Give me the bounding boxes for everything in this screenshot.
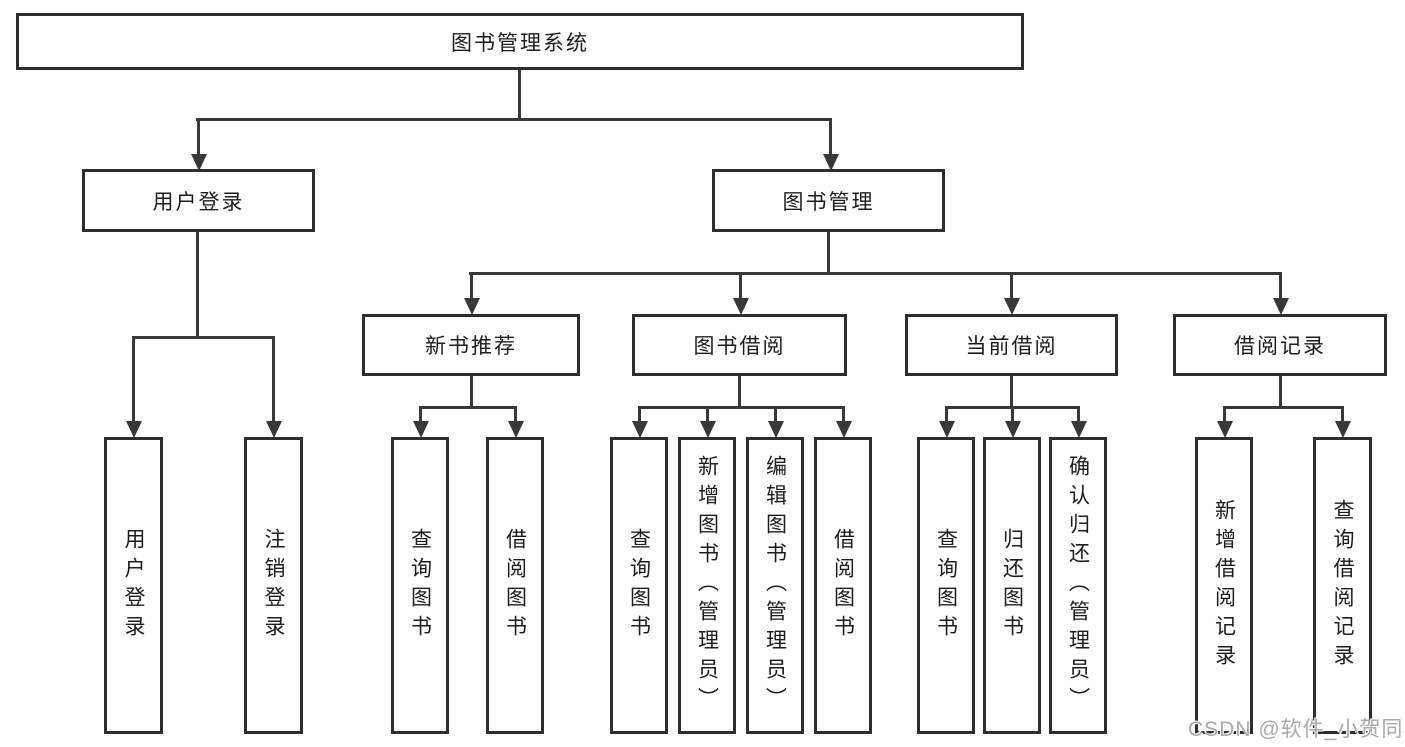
node-current-borrow-label: 当前借阅 xyxy=(965,335,1058,358)
leaf-query-books-recommend-label: 查询图书 xyxy=(408,527,432,644)
leaf-borrow-books: 借阅图书 xyxy=(814,437,872,734)
leaf-add-books-admin: 新增图书（管理员） xyxy=(678,437,736,734)
leaf-borrow-books-recommend: 借阅图书 xyxy=(486,437,544,734)
node-new-book-recommend: 新书推荐 xyxy=(362,314,580,376)
arrow-down-icon xyxy=(1223,406,1226,421)
leaf-return-books-label: 归还图书 xyxy=(1000,527,1024,644)
connector-book-borrow-stem xyxy=(738,376,741,406)
arrow-down-icon xyxy=(419,406,422,421)
arrow-down-icon xyxy=(1341,406,1344,421)
node-book-borrow-label: 图书借阅 xyxy=(693,335,786,358)
arrow-down-icon xyxy=(132,336,135,421)
leaf-query-borrow-record: 查询借阅记录 xyxy=(1313,437,1372,734)
arrow-down-icon xyxy=(842,406,845,421)
connector-new-book-stem xyxy=(470,376,473,406)
arrow-down-icon xyxy=(1077,406,1080,421)
leaf-borrow-books-label: 借阅图书 xyxy=(831,527,855,644)
node-book-management-label: 图书管理 xyxy=(782,190,875,214)
connector-new-book-rail xyxy=(419,406,517,409)
arrow-down-icon xyxy=(197,118,200,154)
arrow-down-icon xyxy=(774,406,777,421)
leaf-query-books-current-label: 查询图书 xyxy=(934,527,958,644)
node-current-borrow: 当前借阅 xyxy=(905,314,1118,376)
node-library-system: 图书管理系统 xyxy=(16,13,1024,70)
arrow-down-icon xyxy=(470,272,473,298)
leaf-add-borrow-record-label: 新增借阅记录 xyxy=(1212,498,1236,673)
leaf-confirm-return-admin-label: 确认归还（管理员） xyxy=(1066,455,1090,716)
leaf-query-books-current: 查询图书 xyxy=(917,437,975,734)
leaf-query-books-borrow: 查询图书 xyxy=(610,437,668,734)
leaf-edit-books-admin: 编辑图书（管理员） xyxy=(746,437,804,734)
connector-current-borrow-stem xyxy=(1010,376,1013,406)
connector-borrow-records-rail xyxy=(1223,406,1344,409)
leaf-user-login-label: 用户登录 xyxy=(122,527,145,644)
connector-user-login-rail xyxy=(132,336,275,339)
node-borrow-records-label: 借阅记录 xyxy=(1234,335,1326,358)
connector-root-stem xyxy=(518,70,521,118)
node-library-system-label: 图书管理系统 xyxy=(451,31,589,55)
arrow-down-icon xyxy=(638,406,641,421)
arrow-down-icon xyxy=(1011,406,1014,421)
leaf-confirm-return-admin: 确认归还（管理员） xyxy=(1049,437,1107,734)
node-user-login: 用户登录 xyxy=(82,169,315,232)
leaf-edit-books-admin-label: 编辑图书（管理员） xyxy=(763,455,787,716)
node-user-login-label: 用户登录 xyxy=(152,190,245,214)
connector-root-rail xyxy=(196,118,831,121)
arrow-down-icon xyxy=(945,406,948,421)
connector-user-login-stem xyxy=(196,232,199,336)
connector-borrow-records-stem xyxy=(1279,376,1282,406)
leaf-query-borrow-record-label: 查询借阅记录 xyxy=(1331,498,1354,673)
leaf-logout: 注销登录 xyxy=(244,437,303,734)
arrow-down-icon xyxy=(514,406,517,421)
leaf-user-login: 用户登录 xyxy=(104,437,163,734)
leaf-borrow-books-recommend-label: 借阅图书 xyxy=(503,527,527,644)
leaf-query-books-borrow-label: 查询图书 xyxy=(627,527,651,644)
arrow-down-icon xyxy=(1279,272,1282,298)
connector-book-management-rail xyxy=(469,272,1281,275)
arrow-down-icon xyxy=(1010,272,1013,298)
csdn-watermark: CSDN @软件_小贺同学 xyxy=(1188,718,1405,741)
arrow-down-icon xyxy=(706,406,709,421)
arrow-down-icon xyxy=(739,272,742,298)
leaf-add-borrow-record: 新增借阅记录 xyxy=(1195,437,1253,734)
leaf-logout-label: 注销登录 xyxy=(262,527,285,644)
leaf-add-books-admin-label: 新增图书（管理员） xyxy=(695,455,719,716)
node-new-book-recommend-label: 新书推荐 xyxy=(425,335,517,358)
node-book-borrow: 图书借阅 xyxy=(632,314,847,376)
leaf-return-books: 归还图书 xyxy=(983,437,1041,734)
node-book-management: 图书管理 xyxy=(712,169,945,232)
arrow-down-icon xyxy=(829,118,832,154)
connector-book-borrow-rail xyxy=(638,406,845,409)
leaf-query-books-recommend: 查询图书 xyxy=(391,437,449,734)
arrow-down-icon xyxy=(272,336,275,421)
node-borrow-records: 借阅记录 xyxy=(1173,314,1387,376)
connector-book-management-stem xyxy=(827,232,830,272)
